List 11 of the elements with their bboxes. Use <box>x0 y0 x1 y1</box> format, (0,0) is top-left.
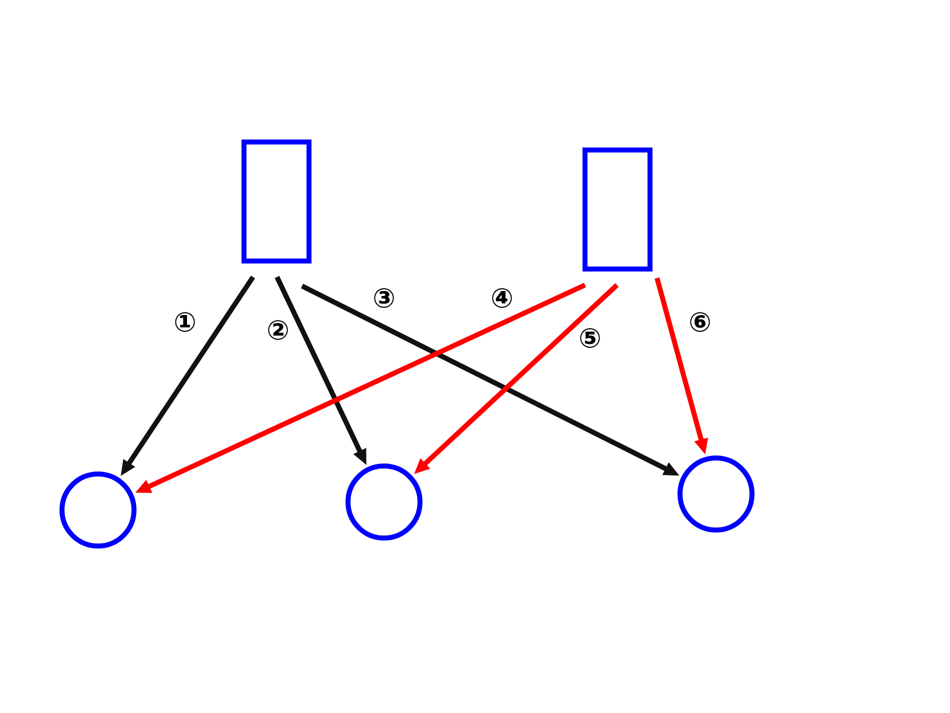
circle-node <box>346 464 422 540</box>
rectangle-node <box>242 140 312 264</box>
edge-label: ③ <box>374 288 394 308</box>
edge-label: ② <box>268 320 288 340</box>
edge-label: ⑤ <box>580 328 600 348</box>
circle-node <box>678 456 754 532</box>
edge-label: ④ <box>492 288 512 308</box>
edge-label: ⑥ <box>690 312 710 332</box>
circle-node <box>60 472 136 548</box>
edge-label: ① <box>175 312 195 332</box>
rectangle-node <box>582 148 652 272</box>
